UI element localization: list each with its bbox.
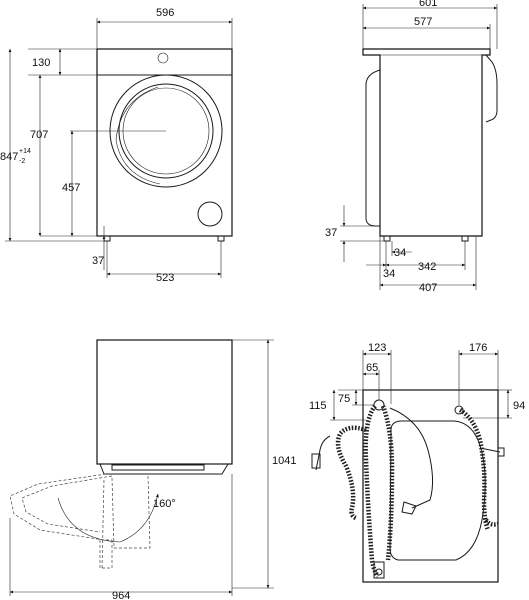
inlet-hose-right [458,408,491,531]
top-view: 160° 1041 964 [9,339,296,600]
inlet-hose-connector [497,447,505,457]
drain-hose-loop [335,425,367,521]
side-total-depth-label: 601 [419,0,437,9]
rear-right-offset-label: 176 [469,342,487,354]
top-height-label: 130 [32,57,50,69]
door-angle-arc [57,493,159,543]
side-foot-right [461,235,469,242]
rear-inlet-offset-label: 65 [366,362,378,374]
side-foot-height-label: 37 [325,227,337,239]
front-foot-right [217,235,225,242]
drain-hose-end [315,435,331,471]
side-foot-span-label: 342 [418,261,436,273]
door-shade [115,86,161,185]
top-door-base [99,463,229,475]
inlet-valve-right [454,405,464,415]
side-foot-left [383,235,391,242]
rear-drain-outlet [373,561,385,579]
side-view: 601 577 37 34 34 342 407 [325,0,498,294]
side-body-depth-label: 577 [414,16,432,28]
rear-inlet-height-label: 75 [338,393,350,405]
total-height-label: 847 [0,151,18,163]
side-rear-bulge [365,69,381,227]
filter-cover [197,201,223,227]
rear-left-offset-label: 123 [368,342,386,354]
power-cable [389,407,434,509]
rear-view: 123 65 176 75 115 94 [309,342,525,583]
front-foot-height-label: 37 [92,255,104,267]
door-center-label: 457 [62,182,80,194]
tolerance-plus: +14 [19,148,31,155]
side-inset-a-label: 34 [394,247,406,259]
door-height-label: 707 [30,129,48,141]
tolerance-minus: -2 [19,158,25,165]
side-cabinet [362,48,491,237]
drain-hose-hook [311,453,321,469]
drain-hose-left [363,404,380,578]
top-height-label: 1041 [272,455,296,467]
rear-right-height-label: 94 [513,400,525,412]
power-button-icon [157,52,169,64]
top-depth-label: 964 [112,590,130,600]
side-base-depth-label: 407 [419,282,437,294]
front-view: 596 130 847 +14 -2 707 457 37 523 [0,7,233,284]
rear-cabinet [362,389,499,583]
rear-left-height-label: 115 [309,400,327,412]
front-cabinet [96,48,233,237]
top-cabinet [96,339,233,465]
side-inset-b-label: 34 [383,268,395,280]
side-door-bulge [485,54,498,123]
front-width-label: 596 [156,7,174,19]
foot-span-label: 523 [156,272,174,284]
power-plug [401,501,417,515]
front-foot-left [103,235,111,242]
door-angle-label: 160° [153,498,176,510]
top-door-hinge [111,464,205,471]
rear-drum-outline [389,420,486,561]
